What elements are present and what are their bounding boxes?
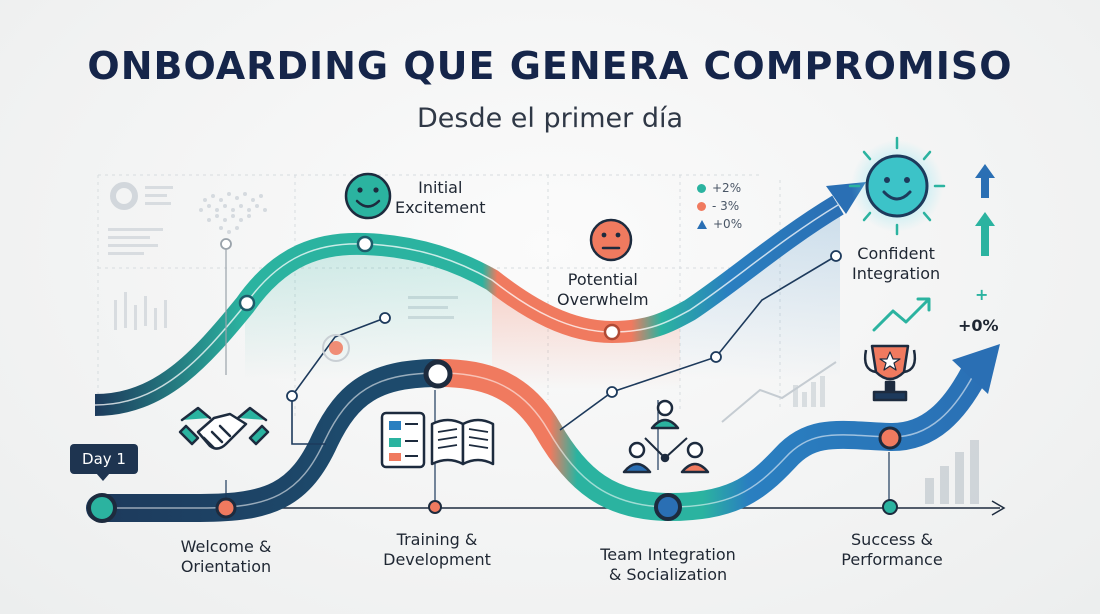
- stage-label-team: Team Integration & Socialization: [588, 545, 748, 585]
- journey-ribbon-arrowhead: [952, 344, 1000, 394]
- trend-arrow-icon: [872, 297, 931, 332]
- emotion-label-initial: Initial Excitement: [395, 178, 486, 218]
- team-icon: [622, 399, 710, 474]
- background-widgets: [108, 182, 979, 504]
- emotion-node-2: [356, 235, 374, 253]
- up-arrows-icon: [975, 164, 995, 256]
- stage-node-welcome: [215, 497, 237, 519]
- emotion-label-confident-line1: Confident: [857, 244, 935, 263]
- stage-node-success-top: [878, 426, 902, 450]
- confident-face-icon: [848, 136, 946, 236]
- handshake-icon: [178, 406, 270, 450]
- progress-nodes: [220, 238, 842, 402]
- emotion-label-confident-line2: Integration: [852, 264, 941, 283]
- legend-stat-3: +0%: [697, 215, 742, 233]
- day-one-node: [87, 493, 117, 523]
- stage-label-success-line1: Success &: [851, 530, 933, 549]
- legend-stat-1: +2%: [697, 179, 742, 197]
- journey-ribbon-highlight: [100, 371, 976, 509]
- legend-stat-2: - 3%: [697, 197, 742, 215]
- stage-label-welcome: Welcome & Orientation: [172, 537, 280, 577]
- blue-triangle-icon: [697, 220, 707, 229]
- page-title: ONBOARDING QUE GENERA COMPROMISO: [87, 44, 1013, 88]
- emotion-label-overwhelm-line1: Potential: [567, 270, 638, 289]
- emotion-curve-highlight: [94, 204, 839, 406]
- emotion-node-1: [238, 294, 256, 312]
- legend-stats: +2% - 3% +0%: [697, 179, 742, 233]
- emotion-node-3: [603, 323, 621, 341]
- page-subtitle: Desde el primer día: [416, 103, 684, 134]
- day-one-tag: Day 1: [70, 444, 138, 481]
- emotion-label-overwhelm-line2: Overwhelm: [557, 290, 649, 309]
- emotion-label-initial-line2: Excitement: [395, 198, 486, 217]
- stage-label-welcome-line1: Welcome &: [180, 537, 272, 556]
- dashboard-icon: [380, 411, 426, 469]
- stage-label-training-line1: Training &: [396, 530, 478, 549]
- target-icon: [322, 334, 350, 362]
- area-teal: [245, 243, 492, 380]
- stage-node-team: [654, 493, 682, 521]
- teal-dot-icon: [697, 184, 706, 193]
- timeline-arrow: [991, 500, 1006, 516]
- stage-label-training-line2: Development: [383, 550, 491, 569]
- book-icon: [430, 418, 495, 466]
- emotion-label-initial-line1: Initial: [418, 178, 463, 197]
- emotion-label-overwhelm: Potential Overwhelm: [557, 270, 649, 310]
- happy-face-icon: [344, 172, 392, 220]
- stage-node-success: [882, 499, 898, 515]
- target-icon-center: [329, 341, 343, 355]
- stage-label-team-line2: & Socialization: [608, 565, 728, 584]
- stage-label-welcome-line2: Orientation: [180, 557, 272, 576]
- dot-map: [199, 192, 267, 234]
- emotion-label-confident: Confident Integration: [852, 244, 940, 284]
- plus-sign: +: [975, 285, 989, 304]
- trophy-icon: [863, 344, 917, 402]
- stage-label-training: Training & Development: [373, 530, 501, 570]
- area-blue: [680, 198, 840, 380]
- side-stat: +0%: [958, 316, 999, 335]
- stage-label-team-line1: Team Integration: [600, 545, 736, 564]
- faint-trend-line: [721, 361, 837, 423]
- stage-label-success-line2: Performance: [841, 550, 943, 569]
- coral-dot-icon: [697, 202, 706, 211]
- stage-label-success: Success & Performance: [830, 530, 954, 570]
- stage-node-training-top: [423, 359, 453, 389]
- stage-node-training: [428, 500, 442, 514]
- neutral-face-icon: [589, 218, 633, 262]
